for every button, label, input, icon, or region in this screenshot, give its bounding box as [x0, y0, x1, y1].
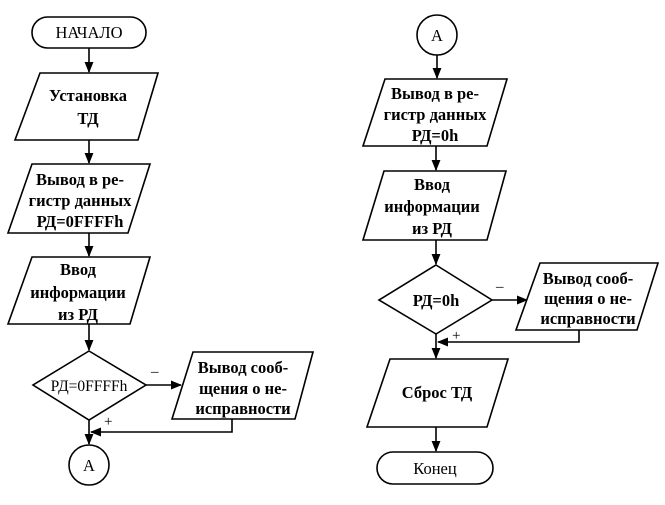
reset-timer-block: Сброс ТД — [365, 358, 510, 428]
read-register-line-2: информации — [30, 283, 126, 302]
read-register-line-1: Ввод — [60, 260, 97, 279]
error-right-line-2: щения о не- — [544, 289, 632, 308]
write-register-block: Вывод в ре- гистр данных РД=0FFFFh — [6, 163, 152, 234]
error-message-line-1: Вывод сооб- — [198, 358, 289, 377]
write-zero-line-2: гистр данных — [384, 105, 487, 124]
write-zero-line-3: РД=0h — [412, 126, 459, 145]
no-branch-right-label: – — [495, 279, 504, 295]
write-register-zero-block: Вывод в ре- гистр данных РД=0h — [361, 78, 509, 147]
error-right-line-1: Вывод сооб- — [543, 269, 634, 288]
write-register-line-3: РД=0FFFFh — [37, 212, 124, 231]
no-branch-label: – — [150, 364, 159, 380]
connector-a-out-label: А — [83, 456, 95, 475]
start-terminator: НАЧАЛО — [31, 16, 147, 49]
error-message-line-2: щения о не- — [199, 379, 287, 398]
end-terminator: Конец — [376, 451, 494, 485]
error-message-block: Вывод сооб- щения о не- исправности — [170, 351, 315, 420]
set-timer-line-2: ТД — [77, 109, 99, 128]
left-flow: НАЧАЛО Установка ТД Вывод в ре- гистр да… — [6, 16, 315, 486]
error-message-right-block: Вывод сооб- щения о не- исправности — [514, 262, 660, 331]
read-register-line-3: из РД — [58, 305, 99, 324]
decision-right-label: РД=0h — [413, 291, 460, 310]
decision-right-block: РД=0h — [377, 264, 494, 335]
connector-a-in: А — [416, 14, 458, 56]
read-right-line-3: из РД — [412, 219, 453, 238]
yes-branch-right-label: + — [452, 328, 460, 344]
end-label: Конец — [413, 459, 457, 478]
read-register-right-block: Ввод информации из РД — [361, 170, 508, 241]
error-right-line-3: исправности — [540, 309, 636, 328]
write-register-line-2: гистр данных — [29, 191, 132, 210]
read-right-line-1: Ввод — [414, 175, 451, 194]
write-register-line-1: Вывод в ре- — [36, 170, 124, 189]
arrow-error-return — [89, 419, 233, 437]
connector-a-out: А — [68, 444, 110, 486]
set-timer-line-1: Установка — [49, 86, 127, 105]
start-label: НАЧАЛО — [55, 23, 122, 42]
right-flow: А Вывод в ре- гистр данных РД=0h Ввод ин… — [361, 14, 660, 485]
decision-label: РД=0FFFFh — [51, 378, 128, 395]
read-register-block: Ввод информации из РД — [6, 256, 152, 325]
arrow-error-right-return — [436, 330, 580, 347]
write-zero-line-1: Вывод в ре- — [391, 84, 479, 103]
decision-block: РД=0FFFFh — [31, 350, 148, 421]
read-right-line-2: информации — [384, 197, 480, 216]
set-timer-block: Установка ТД — [13, 72, 160, 141]
reset-timer-label: Сброс ТД — [402, 383, 473, 402]
connector-a-in-label: А — [431, 26, 443, 45]
yes-branch-label: + — [104, 414, 112, 430]
error-message-line-3: исправности — [195, 399, 291, 418]
